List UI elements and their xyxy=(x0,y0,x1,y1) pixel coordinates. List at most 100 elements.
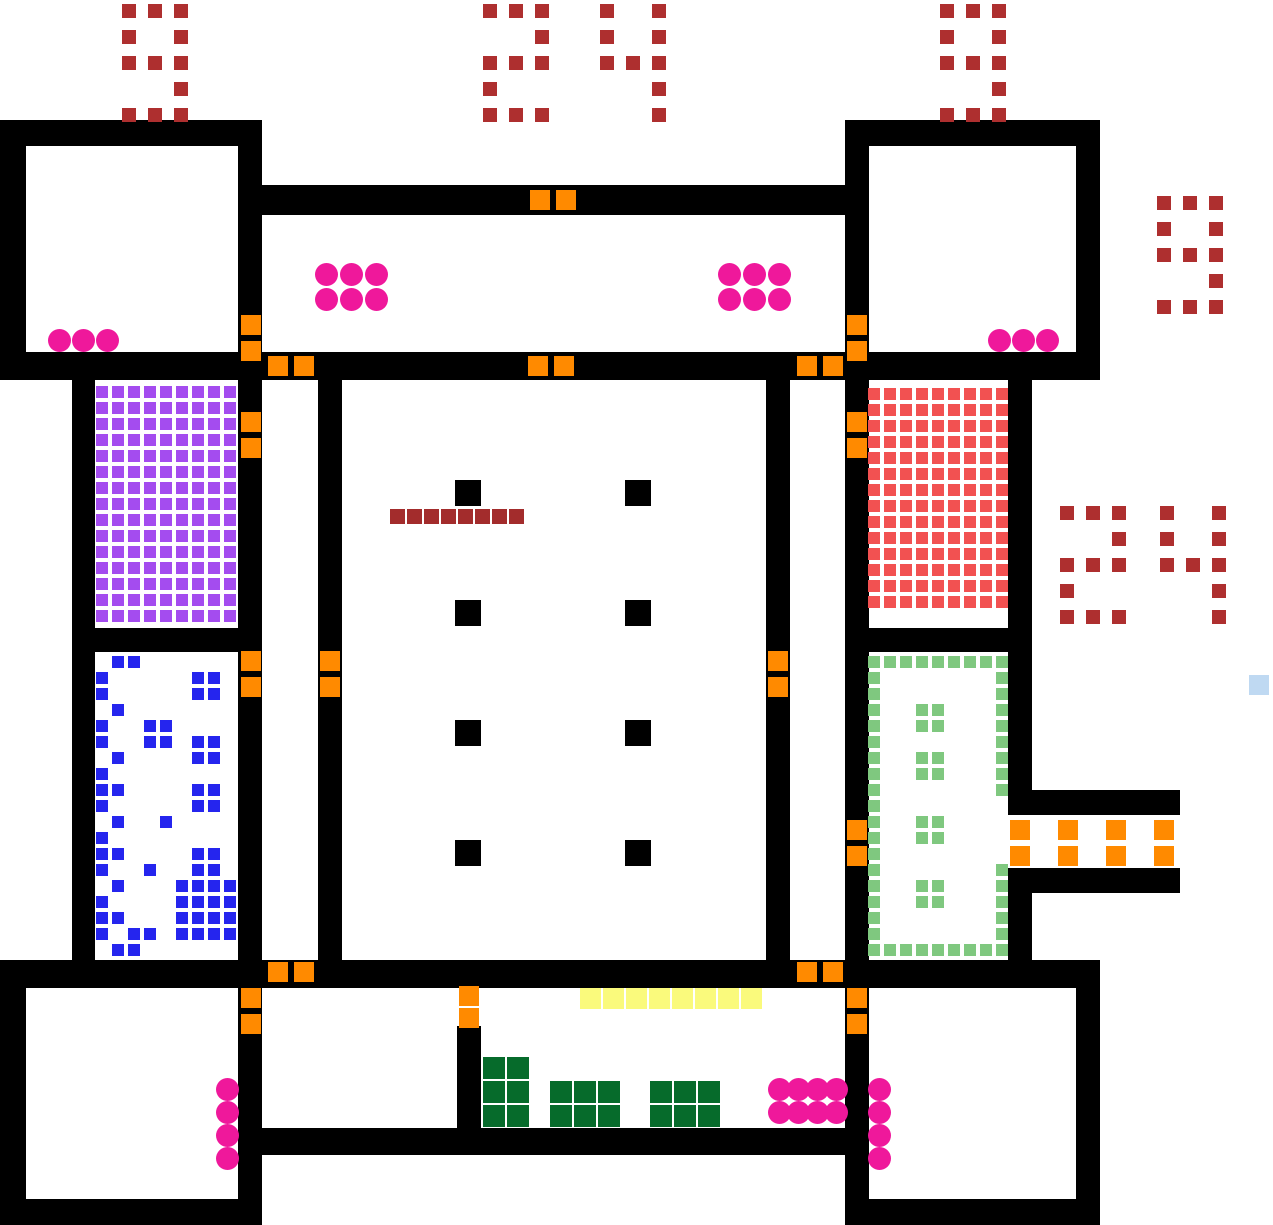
blue-store-cell[interactable] xyxy=(128,928,140,940)
green-store-cell[interactable] xyxy=(916,896,928,908)
door-marker[interactable] xyxy=(797,962,817,982)
red-store-cell[interactable] xyxy=(868,564,880,576)
red-store-cell[interactable] xyxy=(996,388,1008,400)
token-bottom-left-room[interactable] xyxy=(216,1078,239,1101)
red-store-cell[interactable] xyxy=(884,500,896,512)
red-store-cell[interactable] xyxy=(900,500,912,512)
red-store-cell[interactable] xyxy=(900,452,912,464)
green-store-cell[interactable] xyxy=(868,736,880,748)
green-store-cell[interactable] xyxy=(916,944,928,956)
green-store-cell[interactable] xyxy=(916,704,928,716)
red-store-cell[interactable] xyxy=(980,516,992,528)
purple-store-cell[interactable] xyxy=(112,514,124,526)
purple-store-cell[interactable] xyxy=(208,386,220,398)
purple-store-cell[interactable] xyxy=(144,562,156,574)
token-bottom-corridor[interactable] xyxy=(787,1101,810,1124)
red-store-cell[interactable] xyxy=(964,500,976,512)
red-store-cell[interactable] xyxy=(948,468,960,480)
purple-store-cell[interactable] xyxy=(96,434,108,446)
green-store-cell[interactable] xyxy=(916,832,928,844)
door-marker[interactable] xyxy=(847,315,867,335)
red-store-cell[interactable] xyxy=(964,580,976,592)
purple-store-cell[interactable] xyxy=(144,498,156,510)
red-store-cell[interactable] xyxy=(868,404,880,416)
crate-cluster-a[interactable] xyxy=(507,1105,529,1127)
purple-store-cell[interactable] xyxy=(112,482,124,494)
green-store-cell[interactable] xyxy=(868,816,880,828)
door-marker[interactable] xyxy=(320,651,340,671)
red-store-cell[interactable] xyxy=(884,468,896,480)
purple-store-cell[interactable] xyxy=(112,562,124,574)
red-store-cell[interactable] xyxy=(868,596,880,608)
red-store-cell[interactable] xyxy=(948,516,960,528)
purple-store-cell[interactable] xyxy=(192,578,204,590)
red-store-cell[interactable] xyxy=(916,516,928,528)
red-store-cell[interactable] xyxy=(932,452,944,464)
red-store-cell[interactable] xyxy=(980,484,992,496)
door-marker[interactable] xyxy=(1154,820,1174,840)
token-corridor-east[interactable] xyxy=(743,288,766,311)
green-store-cell[interactable] xyxy=(964,656,976,668)
purple-store-cell[interactable] xyxy=(128,434,140,446)
red-store-cell[interactable] xyxy=(884,580,896,592)
purple-store-cell[interactable] xyxy=(144,594,156,606)
blue-store-cell[interactable] xyxy=(144,720,156,732)
blue-store-cell[interactable] xyxy=(208,896,220,908)
token-bottom-corridor[interactable] xyxy=(825,1078,848,1101)
blue-store-cell[interactable] xyxy=(192,736,204,748)
purple-store-cell[interactable] xyxy=(128,418,140,430)
yellow-item[interactable] xyxy=(672,988,693,1009)
red-store-cell[interactable] xyxy=(868,500,880,512)
green-store-cell[interactable] xyxy=(996,896,1008,908)
red-store-cell[interactable] xyxy=(996,420,1008,432)
crate-cluster-c[interactable] xyxy=(674,1081,696,1103)
red-store-cell[interactable] xyxy=(980,564,992,576)
purple-store-cell[interactable] xyxy=(160,386,172,398)
door-marker[interactable] xyxy=(241,1014,261,1034)
door-marker[interactable] xyxy=(320,677,340,697)
blue-store-cell[interactable] xyxy=(208,880,220,892)
blue-store-cell[interactable] xyxy=(208,688,220,700)
red-store-cell[interactable] xyxy=(964,436,976,448)
green-store-cell[interactable] xyxy=(948,656,960,668)
green-store-cell[interactable] xyxy=(996,864,1008,876)
blue-store-cell[interactable] xyxy=(192,864,204,876)
purple-store-cell[interactable] xyxy=(144,514,156,526)
red-store-cell[interactable] xyxy=(932,516,944,528)
green-store-cell[interactable] xyxy=(932,752,944,764)
purple-store-cell[interactable] xyxy=(208,466,220,478)
red-store-cell[interactable] xyxy=(868,388,880,400)
red-store-cell[interactable] xyxy=(884,548,896,560)
blue-store-cell[interactable] xyxy=(96,896,108,908)
yellow-item[interactable] xyxy=(695,988,716,1009)
blue-store-cell[interactable] xyxy=(192,896,204,908)
red-store-cell[interactable] xyxy=(996,516,1008,528)
purple-store-cell[interactable] xyxy=(224,610,236,622)
token-corridor-west[interactable] xyxy=(315,263,338,286)
blue-store-cell[interactable] xyxy=(192,688,204,700)
crate-cluster-c[interactable] xyxy=(698,1081,720,1103)
purple-store-cell[interactable] xyxy=(160,450,172,462)
yellow-item[interactable] xyxy=(580,988,601,1009)
green-store-cell[interactable] xyxy=(996,944,1008,956)
red-store-cell[interactable] xyxy=(964,420,976,432)
purple-store-cell[interactable] xyxy=(144,402,156,414)
green-store-cell[interactable] xyxy=(932,720,944,732)
door-marker[interactable] xyxy=(847,846,867,866)
purple-store-cell[interactable] xyxy=(192,610,204,622)
blue-store-cell[interactable] xyxy=(192,672,204,684)
red-store-cell[interactable] xyxy=(996,468,1008,480)
red-store-cell[interactable] xyxy=(996,436,1008,448)
token-top-right-room[interactable] xyxy=(1012,329,1035,352)
token-bottom-right-room[interactable] xyxy=(868,1124,891,1147)
yellow-item[interactable] xyxy=(626,988,647,1009)
purple-store-cell[interactable] xyxy=(128,514,140,526)
purple-store-cell[interactable] xyxy=(112,610,124,622)
red-store-cell[interactable] xyxy=(932,580,944,592)
green-store-cell[interactable] xyxy=(868,864,880,876)
red-store-cell[interactable] xyxy=(996,548,1008,560)
token-corridor-west[interactable] xyxy=(365,288,388,311)
green-store-cell[interactable] xyxy=(868,912,880,924)
token-top-right-room[interactable] xyxy=(988,329,1011,352)
red-store-cell[interactable] xyxy=(884,596,896,608)
